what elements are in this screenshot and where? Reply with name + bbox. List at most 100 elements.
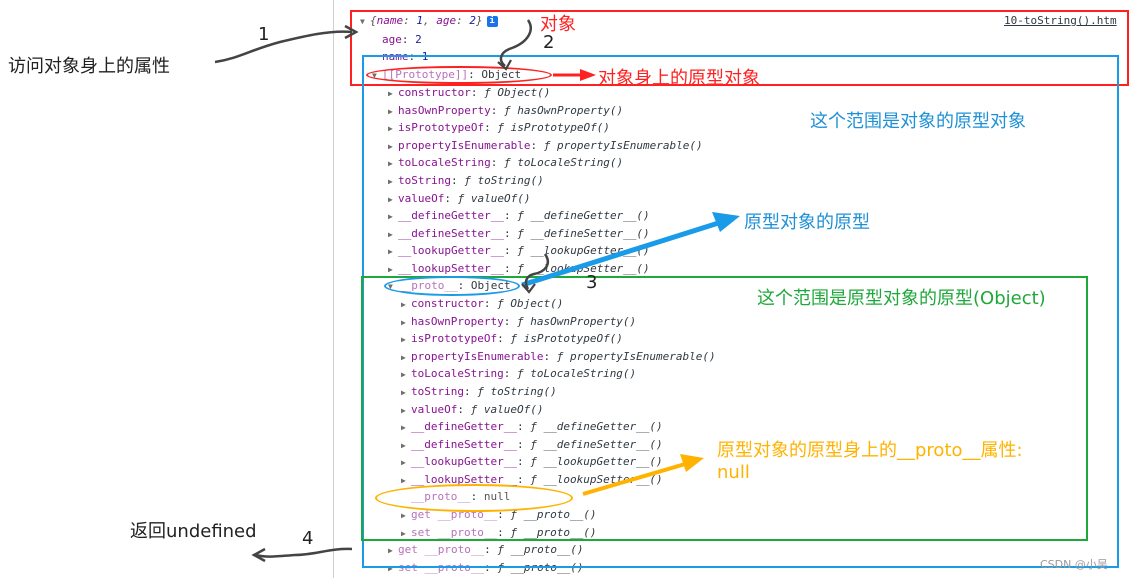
function-icon: ƒ bbox=[497, 543, 504, 556]
member-key: __defineSetter__ bbox=[398, 226, 504, 240]
inner-member-row[interactable]: ▶hasOwnProperty: ƒ hasOwnProperty() bbox=[401, 314, 637, 328]
proto-member-row[interactable]: ▶toString: ƒ toString() bbox=[388, 174, 544, 187]
accessor-key: __proto__ bbox=[437, 526, 498, 539]
function-icon: ƒ bbox=[530, 420, 537, 434]
member-fn: isPrototypeOf() bbox=[523, 332, 623, 346]
expand-triangle-icon[interactable]: ▶ bbox=[401, 335, 406, 345]
proto-null-orange-ellipse bbox=[375, 484, 573, 512]
inner-member-row[interactable]: ▶__defineGetter__: ƒ __defineGetter__() bbox=[401, 420, 663, 434]
expand-triangle-icon[interactable]: ▶ bbox=[388, 159, 393, 169]
inner-member-row[interactable]: ▶constructor: ƒ Object() bbox=[401, 297, 564, 310]
member-fn: Object() bbox=[497, 86, 551, 99]
own-prop-row[interactable]: age: 2 bbox=[382, 33, 422, 46]
function-icon: ƒ bbox=[510, 508, 517, 521]
function-icon: ƒ bbox=[517, 244, 524, 258]
proto-member-row[interactable]: ▶toLocaleString: ƒ toLocaleString() bbox=[388, 156, 624, 170]
inner-member-row[interactable]: ▶toString: ƒ toString() bbox=[401, 385, 557, 398]
member-key: propertyIsEnumerable bbox=[398, 138, 531, 152]
expand-triangle-icon[interactable]: ▶ bbox=[388, 177, 393, 186]
expand-triangle-icon[interactable]: ▶ bbox=[388, 124, 393, 134]
member-fn: toString() bbox=[477, 174, 544, 187]
expand-triangle-icon[interactable]: ▶ bbox=[388, 89, 393, 98]
expand-triangle-icon[interactable]: ▶ bbox=[388, 229, 393, 239]
inner-member-row[interactable]: ▶propertyIsEnumerable: ƒ propertyIsEnume… bbox=[401, 349, 716, 363]
note-proto-of-proto: 原型对象的原型 bbox=[744, 212, 870, 233]
function-icon: ƒ bbox=[517, 209, 524, 223]
member-fn: __defineGetter__() bbox=[543, 420, 663, 434]
prototype-blue-box bbox=[362, 55, 1119, 568]
expand-triangle-icon[interactable]: ▶ bbox=[401, 317, 406, 327]
expand-triangle-icon[interactable]: ▶ bbox=[401, 352, 406, 362]
summary-value: 1 bbox=[416, 14, 423, 27]
member-key: __defineSetter__ bbox=[411, 437, 517, 451]
summary-open-brace: { bbox=[370, 14, 377, 27]
note-object: 对象 bbox=[540, 14, 576, 35]
member-key: __lookupGetter__ bbox=[411, 455, 517, 469]
note-num-2: 2 bbox=[543, 32, 555, 53]
proto-member-row[interactable]: ▶isPrototypeOf: ƒ isPrototypeOf() bbox=[388, 121, 610, 135]
member-fn: toLocaleString() bbox=[530, 367, 637, 381]
proto-member-row[interactable]: ▶hasOwnProperty: ƒ hasOwnProperty() bbox=[388, 103, 624, 117]
expand-triangle-icon[interactable]: ▶ bbox=[401, 388, 406, 397]
expand-triangle-icon[interactable]: ▼ bbox=[360, 17, 365, 26]
expand-triangle-icon[interactable]: ▶ bbox=[388, 247, 393, 257]
expand-triangle-icon[interactable]: ▶ bbox=[388, 265, 393, 274]
inner-member-row[interactable]: ▶toLocaleString: ƒ toLocaleString() bbox=[401, 367, 637, 381]
member-key: constructor bbox=[411, 297, 484, 310]
note-null-line1: 原型对象的原型身上的__proto__属性: bbox=[717, 440, 1023, 461]
member-key: isPrototypeOf bbox=[398, 121, 485, 135]
proto-member-row[interactable]: ▶valueOf: ƒ valueOf() bbox=[388, 191, 531, 205]
function-icon: ƒ bbox=[530, 437, 537, 451]
expand-triangle-icon[interactable]: ▶ bbox=[401, 423, 406, 433]
member-key: __lookupSetter__ bbox=[398, 262, 504, 275]
member-fn: hasOwnProperty() bbox=[517, 103, 624, 117]
note-num-1: 1 bbox=[258, 24, 270, 45]
function-icon: ƒ bbox=[464, 174, 471, 187]
proto-blue-ellipse bbox=[384, 276, 520, 296]
member-key: propertyIsEnumerable bbox=[411, 349, 544, 363]
function-icon: ƒ bbox=[517, 226, 524, 240]
expand-triangle-icon[interactable]: ▶ bbox=[388, 564, 393, 573]
expand-triangle-icon[interactable]: ▶ bbox=[401, 405, 406, 415]
note-prototype: 对象身上的原型对象 bbox=[598, 68, 760, 89]
function-icon: ƒ bbox=[497, 297, 504, 310]
member-key: valueOf bbox=[411, 402, 458, 416]
accessor-key: __proto__ bbox=[424, 543, 485, 556]
root-object-row[interactable]: ▼{name: 1, age: 2}i bbox=[360, 14, 498, 29]
inner-member-row[interactable]: ▶isPrototypeOf: ƒ isPrototypeOf() bbox=[401, 332, 623, 346]
inner-member-row[interactable]: ▶__defineSetter__: ƒ __defineSetter__() bbox=[401, 437, 663, 451]
member-key: toString bbox=[398, 174, 451, 187]
member-fn: toString() bbox=[490, 385, 557, 398]
proto-member-row[interactable]: ▶propertyIsEnumerable: ƒ propertyIsEnume… bbox=[388, 138, 703, 152]
member-fn: Object() bbox=[510, 297, 564, 310]
expand-triangle-icon[interactable]: ▶ bbox=[388, 194, 393, 204]
accessor-fn: __proto__() bbox=[523, 526, 597, 539]
inner-set-proto-row[interactable]: ▶set __proto__: ƒ __proto__() bbox=[401, 526, 597, 539]
expand-triangle-icon[interactable]: ▶ bbox=[401, 440, 406, 450]
proto-member-row[interactable]: ▶constructor: ƒ Object() bbox=[388, 86, 551, 99]
expand-triangle-icon[interactable]: ▶ bbox=[388, 212, 393, 222]
info-icon[interactable]: i bbox=[486, 15, 498, 27]
expand-triangle-icon[interactable]: ▶ bbox=[401, 529, 406, 538]
expand-triangle-icon[interactable]: ▶ bbox=[388, 546, 393, 555]
summary-close-brace: } bbox=[476, 14, 483, 27]
member-fn: valueOf() bbox=[470, 191, 531, 205]
expand-triangle-icon[interactable]: ▶ bbox=[401, 511, 406, 520]
accessor-fn: __proto__() bbox=[510, 543, 584, 556]
member-fn: __defineSetter__() bbox=[543, 437, 663, 451]
inner-member-row[interactable]: ▶valueOf: ƒ valueOf() bbox=[401, 402, 544, 416]
member-key: __lookupSetter__ bbox=[411, 473, 517, 486]
expand-triangle-icon[interactable]: ▶ bbox=[388, 141, 393, 151]
expand-triangle-icon[interactable]: ▶ bbox=[401, 458, 406, 468]
expand-triangle-icon[interactable]: ▶ bbox=[401, 476, 406, 485]
expand-triangle-icon[interactable]: ▶ bbox=[401, 370, 406, 380]
function-icon: ƒ bbox=[516, 314, 524, 328]
source-link[interactable]: 10-toString().htm bbox=[1004, 14, 1117, 27]
outer-get-proto-row[interactable]: ▶get __proto__: ƒ __proto__() bbox=[388, 543, 584, 556]
accessor-prefix: get bbox=[398, 543, 418, 556]
function-icon: ƒ bbox=[497, 121, 504, 135]
function-icon: ƒ bbox=[470, 402, 478, 416]
expand-triangle-icon[interactable]: ▶ bbox=[388, 106, 393, 116]
expand-triangle-icon[interactable]: ▶ bbox=[401, 300, 406, 309]
summary-key: name bbox=[376, 14, 404, 27]
